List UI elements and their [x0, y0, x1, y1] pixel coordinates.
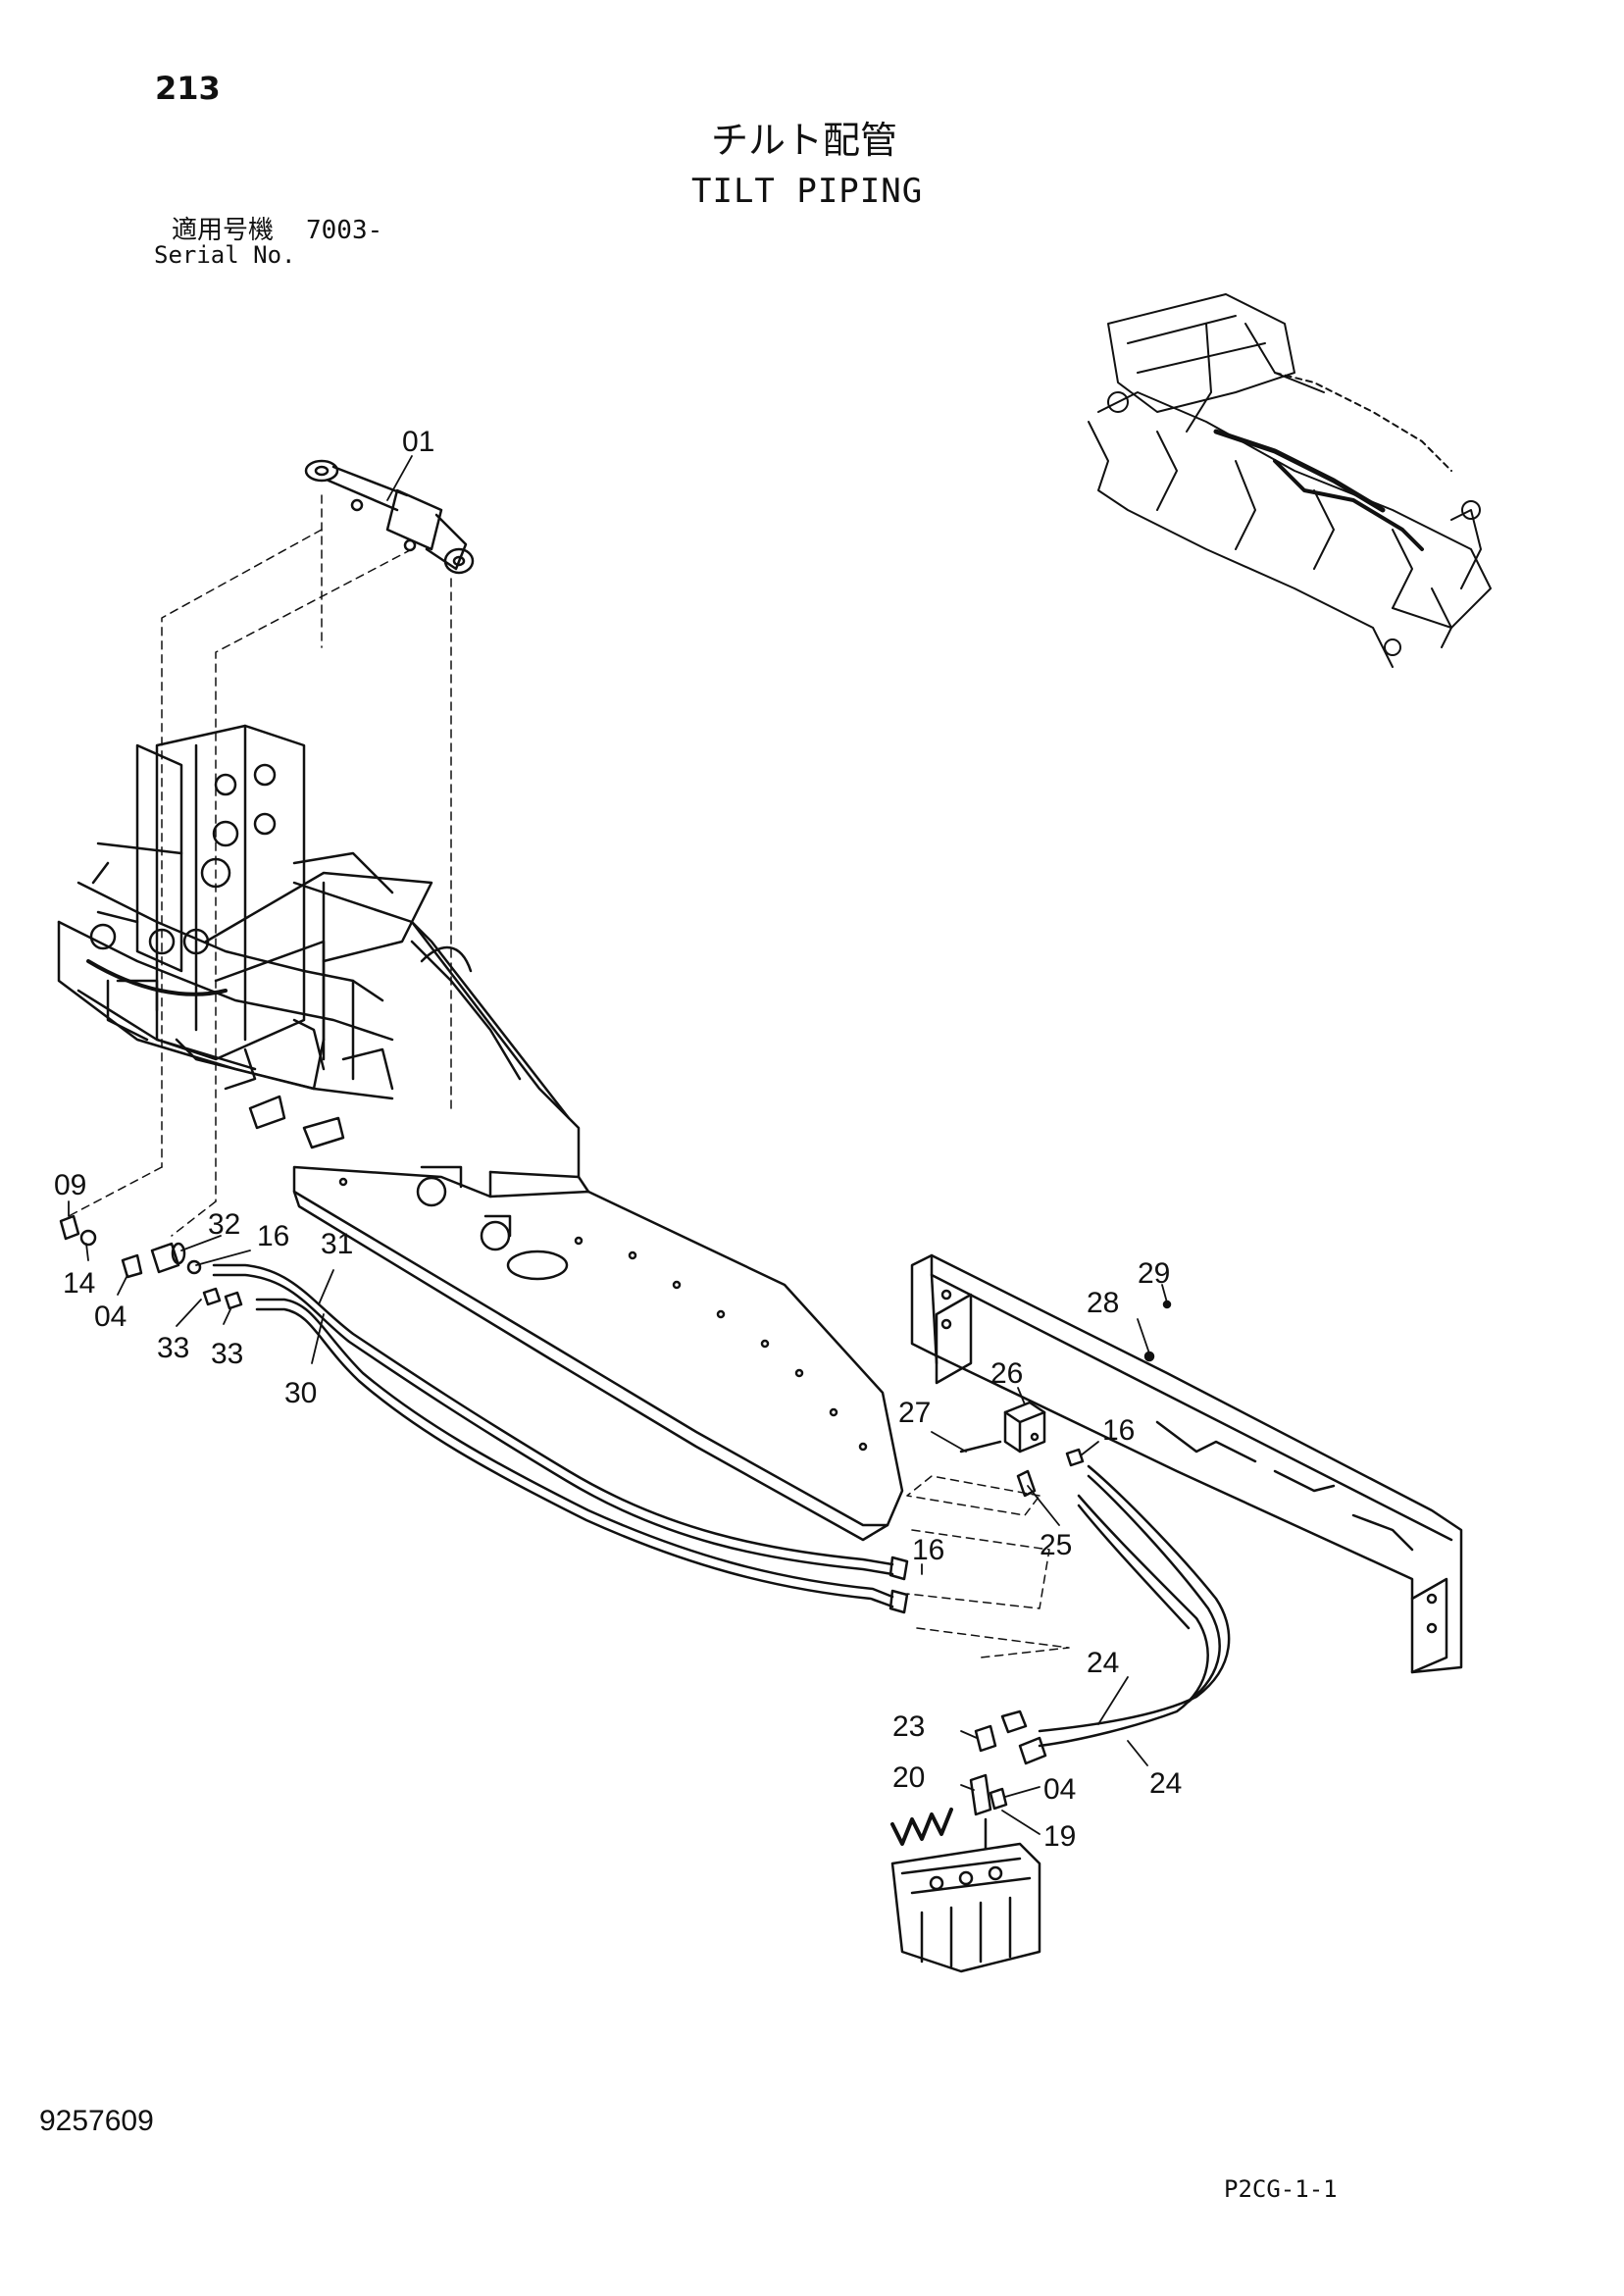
callout-14: 14: [63, 1267, 95, 1300]
document-code: 9257609: [39, 2105, 154, 2137]
hose-assembly-30-31: [212, 1263, 909, 1614]
assembly-guide-lines: [68, 494, 1070, 1658]
callout-16: 16: [257, 1220, 289, 1252]
serial-number-value: 7003-: [306, 216, 383, 245]
callout-31: 31: [321, 1228, 353, 1260]
callout-16: 16: [912, 1534, 944, 1566]
left-fittings: [59, 1214, 243, 1310]
callout-labels: 01 09 32 16 31 14 04 33 33 30 28 29 26 2…: [54, 426, 1182, 1853]
callout-27: 27: [898, 1397, 931, 1429]
callout-33: 33: [211, 1338, 243, 1370]
tilt-cylinder: [304, 459, 475, 575]
machine-overview-illustration: [1088, 293, 1492, 668]
callout-25: 25: [1040, 1529, 1072, 1561]
callout-26: 26: [990, 1357, 1023, 1390]
callout-16: 16: [1102, 1414, 1135, 1447]
callout-24: 24: [1087, 1647, 1119, 1679]
callout-29: 29: [1138, 1257, 1170, 1290]
callout-09: 09: [54, 1169, 86, 1201]
sheet-code: P2CG-1-1: [1224, 2175, 1338, 2203]
page-title-english: TILT PIPING: [691, 172, 924, 211]
callout-leaders: [68, 455, 1168, 1835]
control-valve: [890, 1724, 1041, 1973]
frame-bracket: [57, 724, 433, 1149]
callout-33: 33: [157, 1332, 189, 1364]
page-number: 213: [155, 70, 221, 107]
blade-arm: [292, 881, 904, 1542]
callout-19: 19: [1043, 1820, 1076, 1853]
callout-23: 23: [892, 1710, 925, 1743]
callout-04: 04: [1043, 1773, 1076, 1806]
page-title-japanese: チルト配管: [711, 119, 898, 162]
callout-04: 04: [94, 1301, 127, 1333]
callout-28: 28: [1087, 1287, 1119, 1319]
callout-32: 32: [208, 1208, 240, 1241]
callout-01: 01: [402, 426, 434, 458]
callout-24: 24: [1149, 1767, 1182, 1800]
callout-30: 30: [284, 1377, 317, 1409]
right-frame-rail: [910, 1253, 1463, 1674]
serial-label-english: Serial No.: [154, 241, 296, 269]
serial-label-japanese: 適用号機: [172, 216, 275, 245]
valve-block: [959, 1401, 1231, 1765]
callout-20: 20: [892, 1761, 925, 1794]
